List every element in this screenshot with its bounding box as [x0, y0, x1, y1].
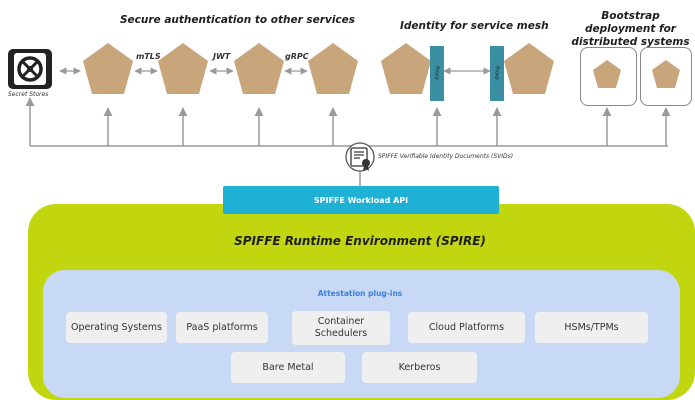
heading-identity-mesh: Identity for service mesh — [400, 20, 549, 32]
secret-stores-label: Secret Stores — [8, 91, 49, 98]
service-pentagon-mesh-right — [504, 43, 554, 94]
heading-bootstrap: Bootstrap deployment for distributed sys… — [571, 10, 690, 48]
plugin-hsms-tpms: HSMs/TPMs — [535, 312, 648, 343]
service-pentagon — [158, 43, 208, 94]
plugin-bare-metal: Bare Metal — [231, 352, 345, 383]
bootstrap-pentagon — [593, 60, 621, 88]
proxy-left-shape — [430, 46, 444, 101]
service-pentagon — [308, 43, 358, 94]
plugin-paas-platforms: PaaS platforms — [176, 312, 268, 343]
secret-store-icon — [8, 49, 52, 89]
plugin-operating-systems: Operating Systems — [66, 312, 167, 343]
svid-document-icon — [345, 142, 375, 172]
proxy-label-left: Proxy — [434, 66, 440, 80]
bootstrap-pentagon — [652, 60, 680, 88]
proxy-right-shape — [490, 46, 504, 101]
bootstrap-node-box — [640, 47, 692, 106]
spire-title: SPIFFE Runtime Environment (SPIRE) — [234, 234, 486, 248]
protocol-label-mtls: mTLS — [136, 52, 161, 61]
protocol-label-grpc: gRPC — [285, 52, 309, 61]
service-pentagon — [83, 43, 133, 94]
service-pentagon-mesh-left — [381, 43, 431, 94]
workload-api-box: SPIFFE Workload API — [223, 186, 499, 214]
plugin-kerberos: Kerberos — [362, 352, 477, 383]
attestation-title: Attestation plug-ins — [317, 289, 403, 298]
svid-label: SPIFFE Verifiable Identity Documents (SV… — [378, 153, 514, 160]
protocol-label-jwt: JWT — [213, 52, 231, 61]
heading-secure-auth: Secure authentication to other services — [120, 14, 356, 26]
proxy-label-right: Proxy — [494, 66, 500, 80]
service-pentagon — [234, 43, 284, 94]
plugin-container-schedulers: Container Schedulers — [292, 311, 390, 345]
plugin-cloud-platforms: Cloud Platforms — [408, 312, 525, 343]
